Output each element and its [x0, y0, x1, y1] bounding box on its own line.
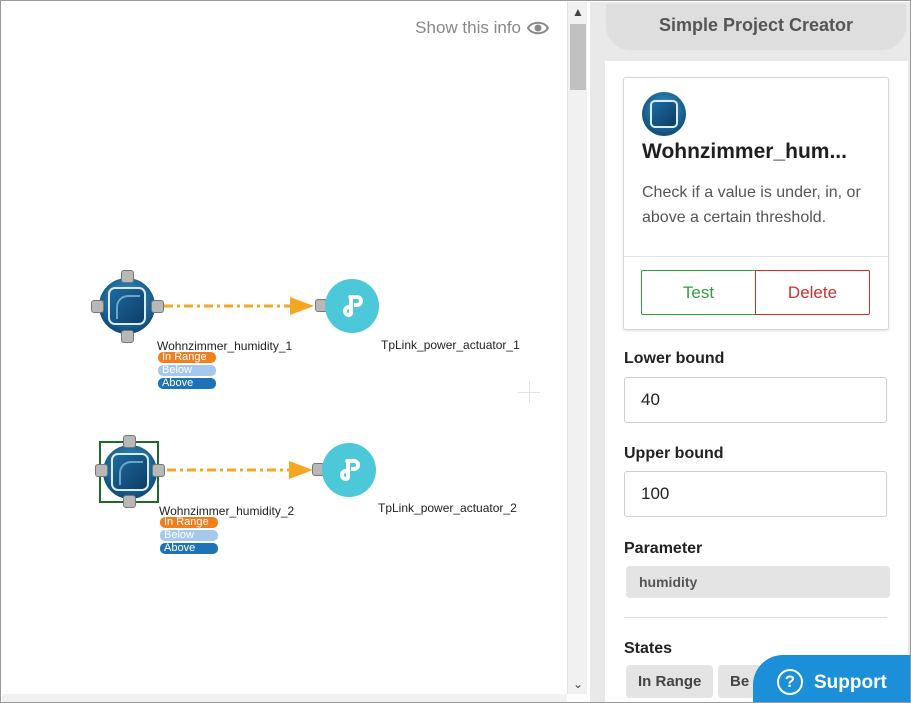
scroll-thumb[interactable] — [570, 24, 586, 90]
show-info-toggle[interactable]: Show this info — [415, 18, 549, 38]
state-chip-in-range[interactable]: In Range — [626, 665, 714, 698]
threshold-sensor-icon — [642, 92, 686, 136]
test-button[interactable]: Test — [641, 270, 756, 315]
delete-button[interactable]: Delete — [755, 270, 870, 315]
actuator-node-2[interactable] — [322, 443, 376, 497]
show-info-label: Show this info — [415, 18, 521, 37]
node-handle-right[interactable] — [152, 464, 165, 477]
node-handle-right[interactable] — [151, 300, 164, 313]
sensor-icon — [111, 453, 149, 491]
scroll-up-arrow-icon[interactable]: ▲ — [572, 5, 584, 19]
actuator-node-1[interactable] — [325, 279, 379, 333]
actuator-label-1: TpLink_power_actuator_1 — [381, 338, 520, 352]
states-label: States — [624, 640, 673, 657]
sensor-node-2[interactable] — [103, 445, 157, 499]
actuator-label-2: TpLink_power_actuator_2 — [378, 501, 517, 515]
card-divider — [624, 256, 888, 257]
node-info-card: Wohnzimmer_hum... Check if a value is un… — [623, 77, 889, 330]
panel-body: Wohnzimmer_hum... Check if a value is un… — [605, 61, 908, 702]
connector-arrow-2[interactable] — [165, 458, 320, 482]
sensor-icon — [108, 287, 146, 325]
support-button[interactable]: ? Support — [753, 655, 910, 702]
card-description: Check if a value is under, in, or above … — [642, 184, 861, 226]
state-tag-above: Above — [160, 543, 218, 554]
scroll-down-arrow-icon[interactable]: ⌄ — [572, 677, 584, 691]
connector-arrow-1[interactable] — [162, 294, 322, 318]
upper-bound-label: Upper bound — [624, 445, 724, 462]
eye-icon — [527, 21, 549, 35]
side-panel: Simple Project Creator Wohnzimmer_hum...… — [590, 2, 910, 702]
state-tag-in-range: In Range — [158, 352, 216, 363]
sensor-label-1: Wohnzimmer_humidity_1 — [157, 339, 293, 353]
state-tag-in-range: In Range — [160, 517, 218, 528]
vertical-scrollbar[interactable]: ▲ ⌄ — [567, 2, 587, 694]
tplink-icon — [343, 295, 363, 317]
parameter-label: Parameter — [624, 540, 703, 557]
canvas-crosshair-v — [529, 381, 530, 403]
state-tag-below: Below — [160, 530, 218, 541]
panel-title[interactable]: Simple Project Creator — [606, 4, 906, 50]
parameter-select[interactable]: humidity — [626, 566, 890, 598]
lower-bound-label: Lower bound — [624, 350, 725, 367]
horizontal-scrollbar[interactable] — [2, 694, 567, 702]
node-handle-bottom[interactable] — [121, 330, 134, 343]
node-handle-bottom[interactable] — [123, 495, 136, 508]
node-handle-left[interactable] — [91, 300, 104, 313]
sensor-label-2: Wohnzimmer_humidity_2 — [159, 504, 295, 518]
node-handle-left[interactable] — [95, 464, 108, 477]
upper-bound-input[interactable]: 100 — [624, 471, 887, 517]
state-tag-above: Above — [158, 378, 216, 389]
flow-canvas[interactable]: Show this info Wohnzimmer_humidity_1 — [2, 2, 567, 694]
tplink-icon — [340, 459, 360, 481]
card-title: Wohnzimmer_hum... — [642, 140, 847, 163]
sensor-node-1[interactable] — [99, 278, 155, 334]
node-handle-top[interactable] — [123, 435, 136, 448]
lower-bound-input[interactable]: 40 — [624, 377, 887, 423]
state-tag-below: Below — [158, 365, 216, 376]
section-divider — [624, 617, 887, 618]
help-icon: ? — [777, 669, 803, 695]
support-label: Support — [814, 672, 887, 693]
node-handle-top[interactable] — [121, 270, 134, 283]
